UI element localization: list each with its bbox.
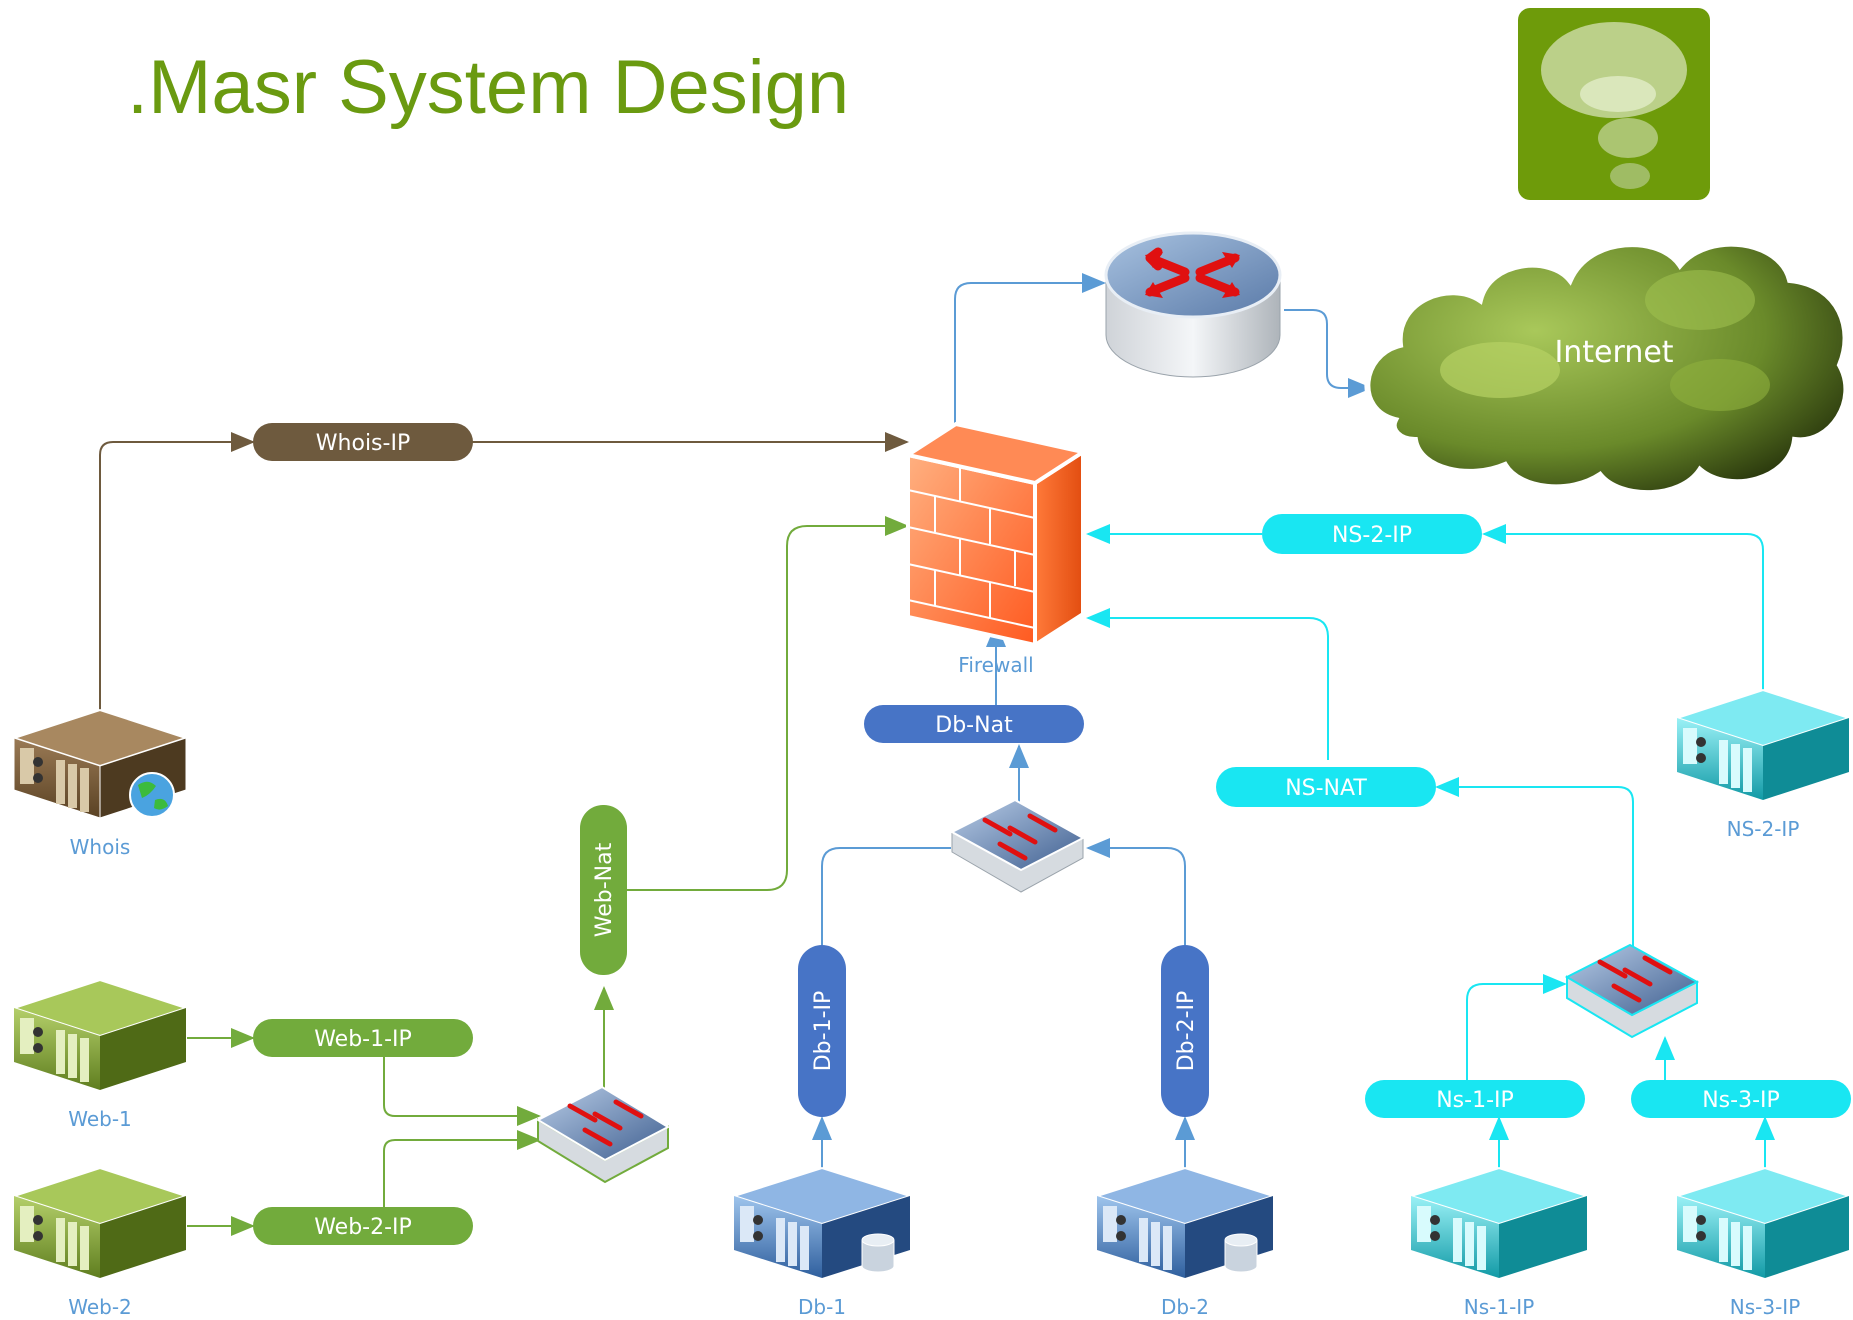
server-icon: [1673, 1166, 1853, 1278]
switch-icon: [1564, 943, 1700, 1039]
page-title: .Masr System Design: [127, 45, 850, 130]
switch-icon: [949, 798, 1086, 893]
connector-lines: [99, 273, 1775, 1236]
internet-label: Internet: [1554, 335, 1673, 370]
thought-bubble-icon: [1518, 8, 1710, 200]
cloud-icon: Internet: [1364, 240, 1850, 497]
svg-text:Db-1-IP: Db-1-IP: [811, 991, 836, 1072]
router-icon: [1104, 231, 1282, 378]
web-nat-pill: Web-Nat: [580, 805, 627, 975]
ns2-label: NS-2-IP: [1727, 817, 1800, 841]
server-icon: [10, 978, 190, 1090]
server-icon: [10, 1166, 190, 1278]
svg-text:NS-2-IP: NS-2-IP: [1332, 523, 1412, 548]
database-server-icon: [1093, 1166, 1277, 1278]
svg-text:Web-2-IP: Web-2-IP: [314, 1215, 412, 1240]
ns3-ip-pill: Ns-3-IP: [1631, 1080, 1851, 1118]
web2-ip-pill: Web-2-IP: [253, 1207, 473, 1245]
svg-text:NS-NAT: NS-NAT: [1285, 776, 1367, 801]
ns-nat-pill: NS-NAT: [1216, 767, 1436, 807]
server-icon: [1407, 1166, 1591, 1278]
switch-icon: [535, 1085, 671, 1184]
svg-text:Web-Nat: Web-Nat: [592, 842, 617, 937]
web1-label: Web-1: [68, 1107, 132, 1131]
svg-text:Ns-1-IP: Ns-1-IP: [1436, 1088, 1514, 1113]
svg-text:Whois-IP: Whois-IP: [316, 431, 410, 456]
web1-ip-pill: Web-1-IP: [253, 1019, 473, 1057]
svg-text:Db-2-IP: Db-2-IP: [1174, 991, 1199, 1072]
ns2-ip-pill: NS-2-IP: [1262, 514, 1482, 554]
whois-ip-pill: Whois-IP: [253, 423, 473, 461]
ns1-ip-pill: Ns-1-IP: [1365, 1080, 1585, 1118]
svg-text:Ns-3-IP: Ns-3-IP: [1702, 1088, 1780, 1113]
ns3-label: Ns-3-IP: [1730, 1295, 1801, 1319]
firewall-icon: Firewall: [902, 421, 1089, 677]
ns1-label: Ns-1-IP: [1464, 1295, 1535, 1319]
firewall-label: Firewall: [958, 653, 1033, 677]
db2-ip-pill: Db-2-IP: [1161, 945, 1209, 1117]
web2-label: Web-2: [68, 1295, 132, 1319]
db2-label: Db-2: [1161, 1295, 1209, 1319]
database-server-icon: [730, 1166, 914, 1278]
svg-text:Web-1-IP: Web-1-IP: [314, 1027, 412, 1052]
whois-label: Whois: [70, 835, 131, 859]
svg-text:Db-Nat: Db-Nat: [935, 713, 1013, 738]
server-globe-icon: [10, 708, 190, 819]
server-icon: [1673, 688, 1853, 800]
db1-label: Db-1: [798, 1295, 846, 1319]
db-nat-pill: Db-Nat: [864, 705, 1084, 743]
db1-ip-pill: Db-1-IP: [798, 945, 846, 1117]
